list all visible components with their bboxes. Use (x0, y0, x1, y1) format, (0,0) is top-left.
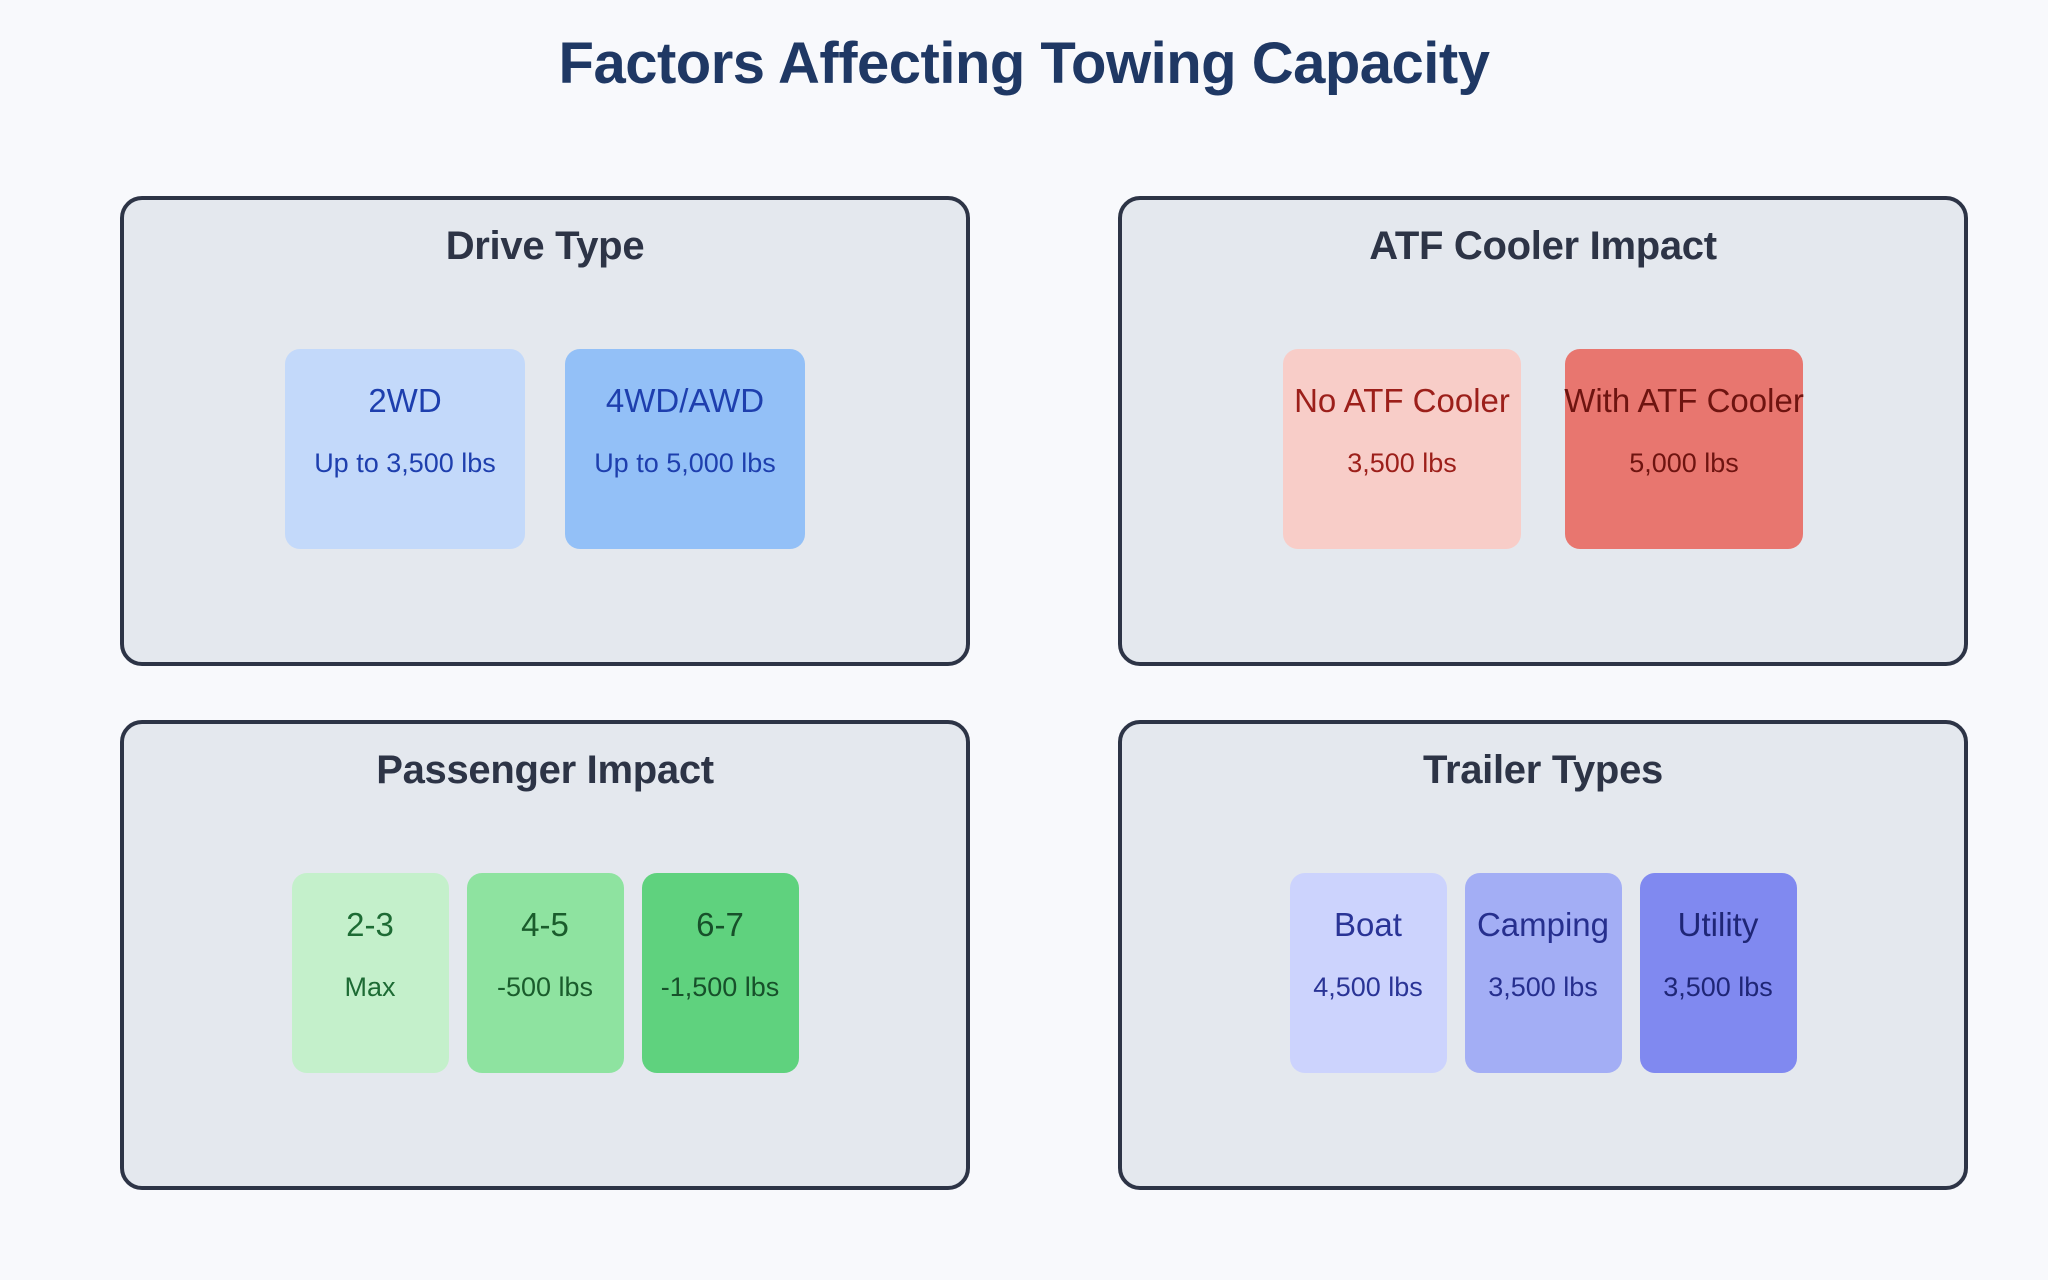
panel-grid: Drive Type 2WD Up to 3,500 lbs 4WD/AWD U… (120, 196, 1968, 1190)
card-label: Boat (1334, 905, 1402, 943)
card-label: 4-5 (521, 905, 569, 943)
card-trailer-boat[interactable]: Boat 4,500 lbs (1289, 872, 1447, 1073)
card-2wd[interactable]: 2WD Up to 3,500 lbs (285, 348, 525, 549)
card-no-atf-cooler[interactable]: No ATF Cooler 3,500 lbs (1283, 348, 1521, 549)
card-value: -500 lbs (496, 971, 594, 1002)
card-label: 6-7 (696, 905, 744, 943)
card-with-atf-cooler[interactable]: With ATF Cooler 5,000 lbs (1564, 348, 1804, 549)
card-trailer-camping[interactable]: Camping 3,500 lbs (1464, 872, 1622, 1073)
card-row-drive-type: 2WD Up to 3,500 lbs 4WD/AWD Up to 5,000 … (124, 279, 966, 662)
card-value: 3,500 lbs (1488, 971, 1598, 1002)
card-value: Up to 3,500 lbs (314, 447, 496, 478)
card-label: 2WD (368, 381, 442, 419)
card-passengers-4-5[interactable]: 4-5 -500 lbs (466, 872, 624, 1073)
card-label: 4WD/AWD (605, 381, 765, 419)
card-label: 2-3 (346, 905, 394, 943)
card-value: Max (344, 971, 396, 1002)
card-value: Up to 5,000 lbs (594, 447, 776, 478)
card-label: No ATF Cooler (1294, 381, 1510, 419)
card-trailer-utility[interactable]: Utility 3,500 lbs (1639, 872, 1797, 1073)
card-passengers-6-7[interactable]: 6-7 -1,500 lbs (641, 872, 799, 1073)
panel-title-atf-cooler-impact: ATF Cooler Impact (1369, 224, 1717, 268)
card-label: Camping (1476, 905, 1610, 943)
card-4wd-awd[interactable]: 4WD/AWD Up to 5,000 lbs (565, 348, 805, 549)
panel-trailer-types: Trailer Types Boat 4,500 lbs Camping 3,5… (1118, 720, 1968, 1190)
panel-title-passenger-impact: Passenger Impact (376, 748, 714, 792)
panel-drive-type: Drive Type 2WD Up to 3,500 lbs 4WD/AWD U… (120, 196, 970, 666)
card-value: 4,500 lbs (1313, 971, 1423, 1002)
card-value: -1,500 lbs (660, 971, 780, 1002)
card-label: With ATF Cooler (1564, 381, 1804, 419)
panel-passenger-impact: Passenger Impact 2-3 Max 4-5 -500 lbs 6-… (120, 720, 970, 1190)
card-value: 3,500 lbs (1663, 971, 1773, 1002)
card-row-atf-cooler: No ATF Cooler 3,500 lbs With ATF Cooler … (1122, 279, 1964, 662)
card-row-trailer: Boat 4,500 lbs Camping 3,500 lbs Utility… (1122, 803, 1964, 1186)
card-row-passenger: 2-3 Max 4-5 -500 lbs 6-7 -1,500 lbs (124, 803, 966, 1186)
card-passengers-2-3[interactable]: 2-3 Max (291, 872, 449, 1073)
panel-title-drive-type: Drive Type (445, 224, 645, 268)
card-value: 5,000 lbs (1629, 447, 1739, 478)
card-value: 3,500 lbs (1347, 447, 1457, 478)
panel-title-trailer-types: Trailer Types (1423, 748, 1663, 792)
card-label: Utility (1677, 905, 1759, 943)
panel-atf-cooler-impact: ATF Cooler Impact No ATF Cooler 3,500 lb… (1118, 196, 1968, 666)
page-title: Factors Affecting Towing Capacity (558, 31, 1490, 96)
